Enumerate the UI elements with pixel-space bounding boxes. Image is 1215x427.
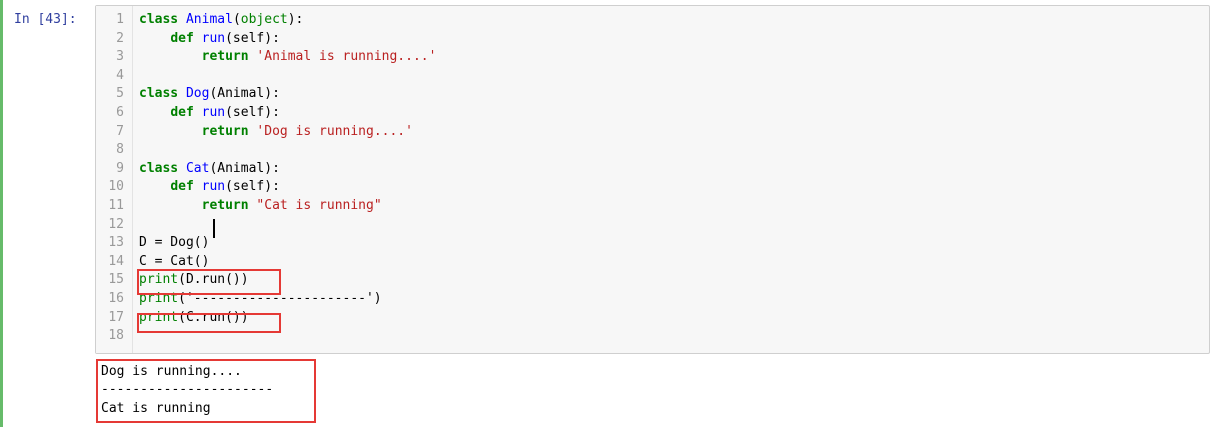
line-number: 11 <box>108 198 124 213</box>
output-line: Cat is running <box>101 401 211 416</box>
line-number: 18 <box>108 328 124 344</box>
code-token: return <box>201 198 257 213</box>
line-number: 3 <box>116 49 124 65</box>
code-token: C = Cat() <box>139 253 210 269</box>
line-number: 1 <box>116 12 124 27</box>
code-token: print <box>139 272 179 288</box>
code-line[interactable]: 5 class Dog(Animal): <box>96 85 1196 104</box>
line-number: 13 <box>108 235 124 251</box>
code-token: ( <box>232 12 241 27</box>
code-line[interactable]: 12 <box>96 216 1196 235</box>
code-line[interactable]: 10 def run(self): <box>96 178 1196 197</box>
cell-output: Dog is running.... ---------------------… <box>96 359 316 423</box>
code-token <box>139 49 202 64</box>
code-line[interactable]: 6 def run(self): <box>96 104 1196 123</box>
code-token: class <box>139 86 186 102</box>
code-line[interactable]: 9 class Cat(Animal): <box>96 160 1196 179</box>
code-line[interactable]: 7 return 'Dog is running....' <box>96 123 1196 142</box>
code-token: run <box>201 30 226 46</box>
code-text: class Dog(Animal): <box>139 85 280 104</box>
code-line[interactable]: 3 return 'Animal is running....' <box>96 48 1196 67</box>
line-number: 7 <box>116 123 124 139</box>
line-number: 4 <box>116 67 124 83</box>
code-token: def <box>170 105 202 120</box>
code-token <box>139 31 170 46</box>
code-text: return 'Animal is running....' <box>139 48 437 67</box>
code-text: D = Dog() <box>139 234 209 253</box>
code-line[interactable]: 18 <box>96 327 1196 346</box>
line-number: 5 <box>116 86 124 102</box>
output-line: Dog is running.... <box>101 364 242 379</box>
code-text: def run(self): <box>139 104 280 123</box>
code-text: def run(self): <box>139 30 280 49</box>
code-token: (self): <box>225 179 280 195</box>
code-token <box>139 179 170 194</box>
code-text: return 'Dog is running....' <box>139 123 413 142</box>
code-token: def <box>170 179 202 195</box>
code-token <box>139 198 202 213</box>
line-number: 2 <box>116 30 124 46</box>
line-number: 10 <box>108 179 124 195</box>
code-token: return <box>201 49 257 65</box>
code-line[interactable]: 4 <box>96 67 1196 86</box>
code-line[interactable]: 11 return "Cat is running" <box>96 197 1196 216</box>
code-token: (self): <box>225 30 280 46</box>
code-token: Animal <box>185 12 233 27</box>
code-token: run <box>201 105 226 120</box>
code-text: class Animal(object): <box>139 11 303 30</box>
line-number: 16 <box>108 291 124 306</box>
code-line[interactable]: 8 <box>96 141 1196 160</box>
code-token: (self): <box>225 105 280 120</box>
code-text: C = Cat() <box>139 253 209 272</box>
output-line: ---------------------- <box>101 382 274 397</box>
code-token: class <box>139 160 186 176</box>
code-token: def <box>170 30 202 46</box>
code-line[interactable]: 14 C = Cat() <box>96 253 1196 272</box>
code-line[interactable]: 1 class Animal(object): <box>96 11 1196 30</box>
code-token: "Cat is running" <box>256 198 382 213</box>
code-text: def run(self): <box>139 178 280 197</box>
line-number-gutter <box>96 6 133 353</box>
code-token: (Animal): <box>209 160 280 176</box>
code-token: ): <box>287 12 304 27</box>
line-number: 17 <box>108 309 124 325</box>
code-token <box>139 105 170 120</box>
code-text: class Cat(Animal): <box>139 160 280 179</box>
code-token: 'Dog is running....' <box>256 123 413 139</box>
code-token: return <box>201 123 257 139</box>
code-token: Cat <box>185 160 210 176</box>
code-token: 'Animal is running....' <box>256 49 437 65</box>
code-line[interactable]: 13 D = Dog() <box>96 234 1196 253</box>
code-token: D = Dog() <box>139 235 210 251</box>
selected-cell-indicator <box>0 0 3 427</box>
text-cursor <box>213 219 215 238</box>
code-text: print(D.run()) <box>139 271 249 290</box>
line-number: 9 <box>116 160 124 176</box>
code-line[interactable]: 2 def run(self): <box>96 30 1196 49</box>
line-number: 15 <box>108 272 124 288</box>
code-text: return "Cat is running" <box>139 197 382 216</box>
code-token: (Animal): <box>209 86 280 102</box>
code-token: Dog <box>185 86 210 102</box>
input-prompt: In [43]: <box>14 12 77 27</box>
line-number: 8 <box>116 142 124 158</box>
code-token <box>139 124 202 139</box>
highlight-box-print-d <box>137 269 281 295</box>
line-number: 14 <box>108 253 124 269</box>
code-line[interactable]: 15 print(D.run()) <box>96 271 1196 290</box>
code-token: class <box>139 12 186 27</box>
code-token: object <box>240 12 288 27</box>
line-number: 6 <box>116 105 124 120</box>
code-token: (D.run()) <box>178 272 249 288</box>
code-token: run <box>201 179 226 195</box>
line-number: 12 <box>108 216 124 232</box>
highlight-box-print-c <box>137 313 281 333</box>
